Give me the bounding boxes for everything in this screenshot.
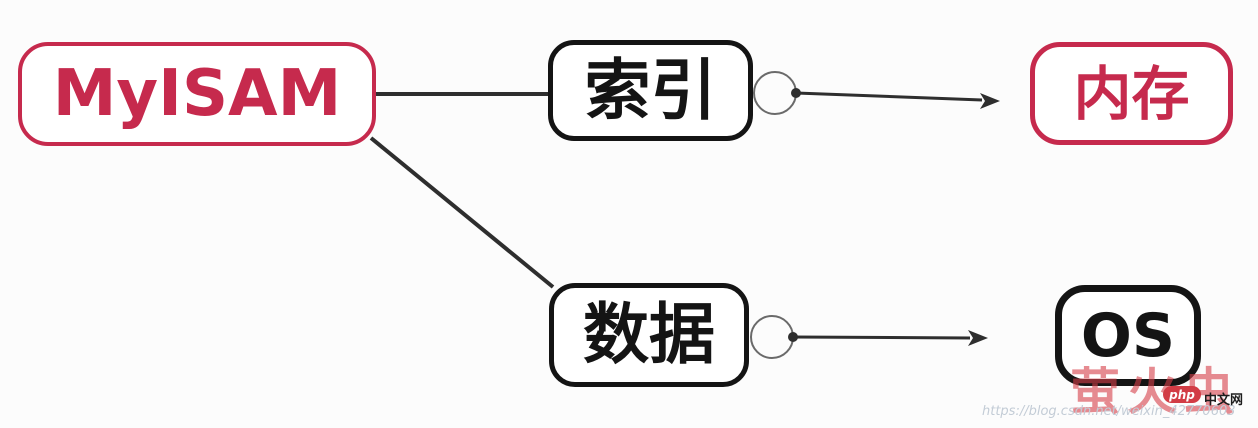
node-memory: 内存 [1030, 42, 1233, 145]
node-os: OS [1055, 285, 1201, 386]
connector-circle-index [753, 71, 797, 115]
edge-index-memory [795, 91, 983, 102]
node-data: 数据 [549, 283, 749, 387]
watermark-site-label: 中文网 [1204, 393, 1244, 408]
node-memory-label: 内存 [1073, 59, 1190, 128]
node-myisam: MyISAM [18, 42, 376, 146]
watermark-url: https://blog.csdn.net/weixin_42770603 [982, 404, 1236, 419]
edge-myisam-data [369, 136, 555, 289]
edge-data-os [792, 335, 971, 340]
node-index: 索引 [548, 40, 753, 141]
node-data-label: 数据 [583, 296, 715, 373]
php-logo-text: php [1169, 387, 1195, 402]
node-os-label: OS [1080, 300, 1176, 371]
arrowhead-os [968, 330, 988, 346]
watermark-brand-text: 萤火虫 [1070, 363, 1241, 421]
arrowhead-memory [980, 93, 1000, 109]
php-logo: php [1163, 386, 1201, 403]
node-index-label: 索引 [584, 51, 717, 129]
connector-circle-data [750, 315, 794, 359]
node-myisam-label: MyISAM [52, 57, 342, 131]
